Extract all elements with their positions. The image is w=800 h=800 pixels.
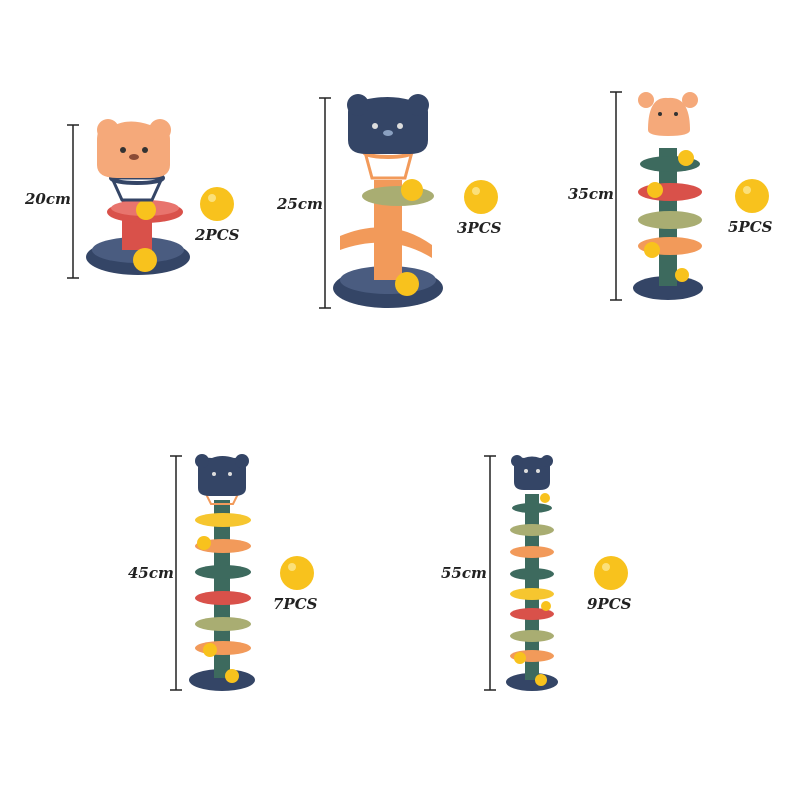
count-label: 7PCS (273, 595, 318, 613)
count-label: 2PCS (195, 226, 240, 244)
count-label: 3PCS (457, 219, 502, 237)
height-label: 25cm (277, 195, 323, 213)
count-label: 9PCS (587, 595, 632, 613)
count-label: 5PCS (728, 218, 773, 236)
height-label: 20cm (25, 190, 71, 208)
height-label: 45cm (128, 564, 174, 582)
height-label: 55cm (441, 564, 487, 582)
height-label: 35cm (568, 185, 614, 203)
